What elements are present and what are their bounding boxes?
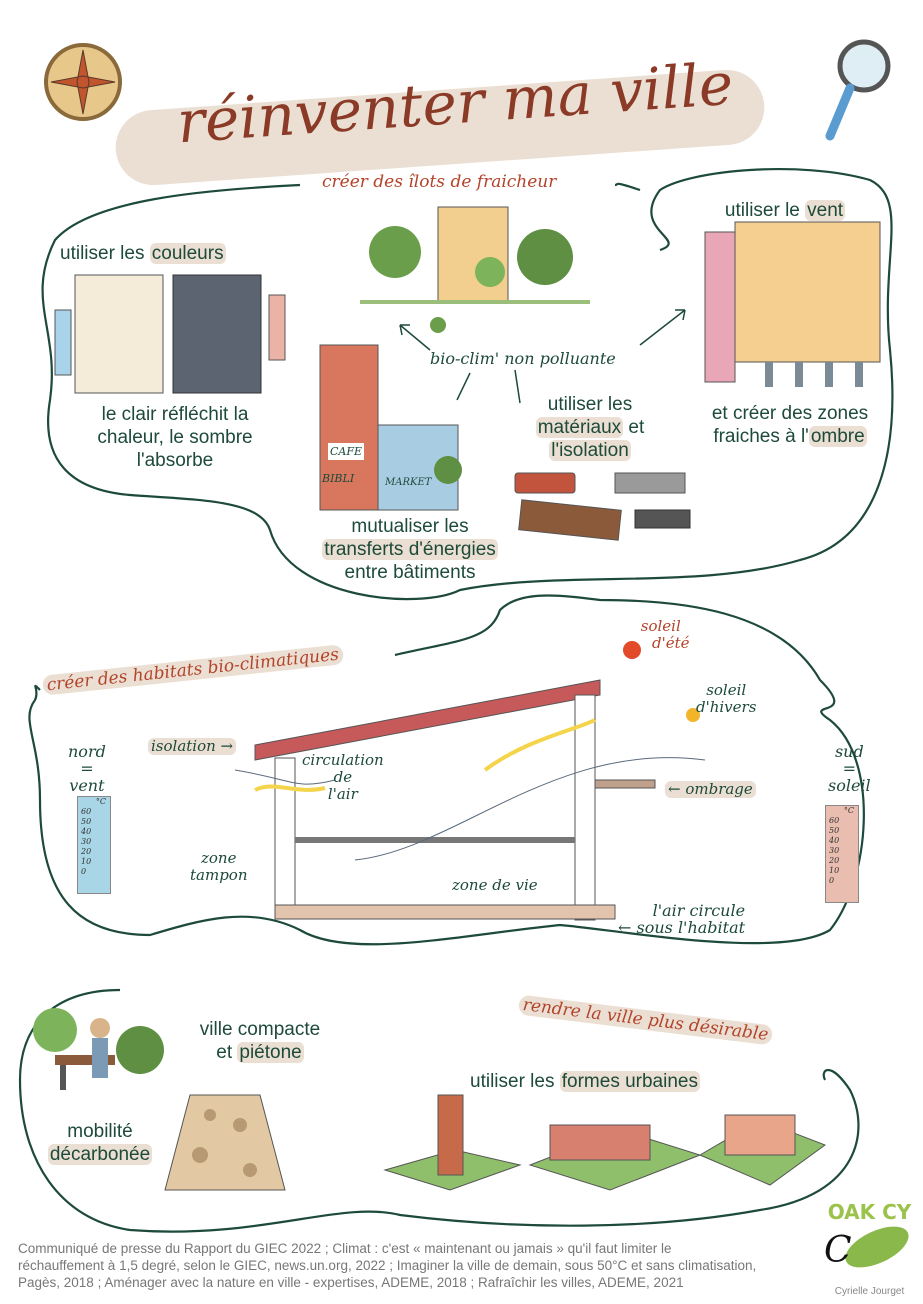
couleurs-caption: le clair réfléchit la chaleur, le sombre… (97, 404, 253, 471)
sources-citation: Communiqué de presse du Rapport du GIEC … (18, 1241, 757, 1290)
soleil-hivers-label: soleil d'hivers (696, 681, 757, 716)
circulation-label: circulation de l'air (302, 751, 384, 803)
isolation-label: isolation → (148, 738, 237, 755)
magnifier-icon (825, 39, 891, 141)
park-illustration (360, 206, 590, 304)
arrows (399, 309, 686, 404)
zone-tampon-label: zone tampon (190, 849, 248, 884)
ombre-label: et créer des zones fraiches à l'ombre (711, 403, 869, 447)
couleurs-label: utiliser les couleurs (60, 243, 226, 264)
pedestrian-path-illustration (164, 1094, 286, 1191)
sign-bibli: BIBLI (322, 472, 355, 485)
oak-leaf-icon (845, 1226, 909, 1268)
section-heading-fraicheur: créer des îlots de fraicheur (322, 172, 557, 192)
stilt-building-illustration (704, 221, 881, 387)
compacte-label: ville compacte et piétone (199, 1019, 321, 1063)
materiaux-label: utiliser les matériaux et l'isolation (535, 394, 645, 461)
materials-illustration (514, 472, 691, 541)
compass-icon (44, 43, 122, 121)
nord-label: nord = vent (68, 742, 106, 795)
mutualiser-label: mutualiser les transferts d'énergies ent… (322, 516, 498, 583)
urban-forms-illustration (383, 1094, 827, 1191)
vent-label: utiliser le vent (724, 200, 846, 221)
sign-cafe: CAFE (328, 443, 365, 460)
bioclim-label: bio-clim' non polluante (430, 349, 616, 368)
bench-illustration (33, 1008, 164, 1090)
shared-buildings-illustration (319, 317, 462, 511)
soleil-ete-label: soleil d'été (640, 617, 690, 652)
sign-market: MARKET (385, 477, 432, 488)
formes-label: utiliser les formes urbaines (470, 1071, 700, 1092)
light-and-dark-buildings (54, 274, 286, 394)
highlight-couleurs: couleurs (149, 243, 226, 264)
summer-sun-icon (623, 641, 641, 659)
ombrage-label: ← ombrage (665, 781, 756, 798)
mobilite-label: mobilité décarbonée (47, 1121, 153, 1165)
house-cross-section (234, 679, 706, 921)
oakcy-logo: OAK CY C Cyrielle Jourget (822, 1200, 917, 1300)
air-circule-label: l'air circule ← sous l'habitat (618, 901, 746, 937)
winter-sun-icon (686, 708, 700, 722)
highlight-transferts: transferts d'énergies (322, 539, 498, 560)
sud-label: sud = soleil (828, 742, 871, 795)
zone-vie-label: zone de vie (452, 876, 538, 894)
